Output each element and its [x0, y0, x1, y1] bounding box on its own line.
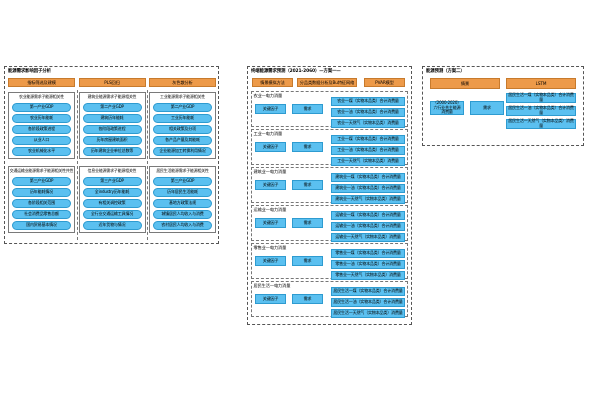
right-left-box[interactable]: 需求: [470, 101, 504, 115]
left-group-title: 交通运输业能源需求子能源相关性共性: [9, 167, 74, 173]
middle-sector-group: 农业—电力消量: [251, 91, 408, 127]
left-column-separator-1: [147, 90, 149, 240]
left-group-item[interactable]: 从业人口: [12, 136, 71, 145]
left-header-2[interactable]: 灰色散分析: [149, 78, 216, 87]
middle-sector-left-box[interactable]: 关键因子: [255, 104, 286, 114]
middle-sector-group: 工业—电力消量: [251, 129, 408, 165]
right-left-box[interactable]: （2000-2020）六行业共主能源消费量: [430, 100, 464, 115]
middle-header-0[interactable]: 情景模拟方法: [252, 78, 293, 87]
middle-sector-group: 建筑业—电力消量: [251, 167, 408, 203]
middle-sector-right-box[interactable]: 农业—天然气（实物本品类）消费量: [331, 119, 405, 128]
left-group-item[interactable]: 历年居民生活能耗: [153, 188, 212, 197]
middle-sector-left-box[interactable]: 需求: [292, 142, 323, 152]
middle-header-2[interactable]: PVAR模型: [364, 78, 405, 87]
left-group-item[interactable]: 工业历年能耗: [153, 114, 212, 123]
right-right-box[interactable]: 居民生活—煤（实物本品类）合计消费量: [506, 93, 576, 103]
middle-sector-right-box[interactable]: 农业—油（实物本品类）合计消费量: [331, 108, 405, 117]
left-group-title: 信息业能源需求子能源相关性: [87, 167, 137, 173]
middle-sector-right-box[interactable]: 零售业—煤（实物本品类）合计消费量: [331, 249, 405, 258]
left-group-title: 建筑业能源需求子能源相关性: [87, 93, 137, 99]
left-header-1[interactable]: PLS回归: [78, 78, 146, 87]
middle-sector-right-box[interactable]: 工业—油（实物本品类）合计消费量: [331, 146, 405, 155]
middle-sector-label: 运输业—电力消量: [253, 206, 287, 212]
middle-sector-group: 零售业—电力消量: [251, 243, 408, 279]
left-group-title: 农业能源需求子能源相关性: [19, 93, 64, 99]
middle-sector-group: 运输业—电力消量: [251, 205, 408, 241]
right-header-0[interactable]: 情景: [430, 78, 500, 89]
left-group-item[interactable]: 相关政策及分项: [153, 125, 212, 134]
middle-sector-right-box[interactable]: 运输业—天然气（实物本品类）消费量: [331, 233, 405, 242]
middle-header-1[interactable]: 分品类数据分析及Bu特征网络: [297, 78, 357, 87]
left-group-item[interactable]: 第一产业GDP: [12, 103, 71, 112]
left-header-0[interactable]: 指标筛选及建模: [8, 78, 75, 87]
left-group-item[interactable]: 各产品产量及其能耗: [153, 136, 212, 145]
middle-sector-right-box[interactable]: 农业—煤（实物本品类）合计消费量: [331, 97, 405, 106]
left-group-item[interactable]: 历年能耗情况: [12, 188, 71, 197]
left-group-item[interactable]: 第二产业GDP: [153, 103, 212, 112]
right-header-1[interactable]: LSTM: [506, 78, 576, 89]
middle-sector-label: 工业—电力消量: [253, 130, 283, 136]
left-group-item[interactable]: 农村居民人均收入与消费: [153, 221, 212, 230]
middle-sector-label: 建筑业—电力消量: [253, 168, 287, 174]
middle-sector-left-box[interactable]: 需求: [292, 104, 323, 114]
left-group-item[interactable]: 第三产业GDP: [82, 177, 142, 186]
left-column-separator-0: [76, 90, 78, 240]
middle-sector-right-box[interactable]: 运输业—煤（实物本品类）合计消费量: [331, 211, 405, 220]
left-group-item[interactable]: 历年房屋建筑面积: [82, 136, 142, 145]
middle-sector-right-box[interactable]: 居民生活—天然气（实物本品类）消费量: [331, 309, 405, 318]
middle-sector-right-box[interactable]: 建筑业—煤（实物本品类）合计消费量: [331, 173, 405, 182]
left-group-item[interactable]: 各阶段政策进程: [82, 125, 142, 134]
middle-sector-right-box[interactable]: 建筑业—天然气（实物本品类）消费量: [331, 195, 405, 204]
middle-sector-right-box[interactable]: 居民生活—油（实物本品类）合计消费量: [331, 298, 405, 307]
middle-sector-left-box[interactable]: 关键因子: [255, 294, 286, 304]
middle-panel-title: 终端能源需求预测（2021-2060）—方案一—: [251, 69, 341, 74]
middle-sector-left-box[interactable]: 需求: [292, 218, 323, 228]
right-right-box[interactable]: 居民生活—油（实物本品类）合计消费量: [506, 106, 576, 116]
middle-sector-left-box[interactable]: 关键因子: [255, 142, 286, 152]
left-group-item[interactable]: 企业能源加工转换利用情况: [153, 147, 212, 156]
middle-sector-left-box[interactable]: 需求: [292, 294, 323, 304]
left-group-item[interactable]: 全industry历年能耗: [82, 188, 142, 197]
left-group-item[interactable]: 各阶段政策进程: [12, 125, 71, 134]
left-group-item[interactable]: 社会消费品零售总额: [12, 210, 71, 219]
left-group-item[interactable]: 国内贸易基本情况: [12, 221, 71, 230]
left-panel-title: 能源需求影响因子分析: [8, 69, 51, 74]
left-group-item[interactable]: 城镇居民人均收入与消费: [153, 210, 212, 219]
left-group-item[interactable]: 农业历年能耗: [12, 114, 71, 123]
left-group-item[interactable]: 第二产业GDP: [82, 103, 142, 112]
middle-sector-left-box[interactable]: 关键因子: [255, 218, 286, 228]
middle-sector-right-box[interactable]: 工业—天然气（实物本品类）消费量: [331, 157, 405, 166]
middle-sector-right-box[interactable]: 零售业—天然气（实物本品类）消费量: [331, 271, 405, 280]
left-group-item[interactable]: 第三产业GDP: [153, 177, 212, 186]
middle-sector-right-box[interactable]: 建筑业—油（实物本品类）合计消费量: [331, 184, 405, 193]
left-group-item[interactable]: 第三产业GDP: [12, 177, 71, 186]
left-group-item[interactable]: 各阶段相关范围: [12, 199, 71, 208]
middle-sector-right-box[interactable]: 工业—煤（实物本品类）合计消费量: [331, 135, 405, 144]
left-group-item[interactable]: 全行业交通运输工具情况: [82, 210, 142, 219]
middle-sector-right-box[interactable]: 运输业—油（实物本品类）合计消费量: [331, 222, 405, 231]
left-group-item[interactable]: 农业机械化水平: [12, 147, 71, 156]
middle-sector-label: 零售业—电力消量: [253, 244, 287, 250]
left-group-item[interactable]: 历年建筑企业单位总数等: [82, 147, 142, 156]
left-group-title: 居民生活能源需求子能源相关性: [156, 167, 209, 173]
left-group-item[interactable]: 近年货物与情况: [82, 221, 142, 230]
middle-sector-left-box[interactable]: 需求: [292, 256, 323, 266]
middle-sector-left-box[interactable]: 关键因子: [255, 180, 286, 190]
left-group-item[interactable]: 有相关调控政策: [82, 199, 142, 208]
middle-sector-right-box[interactable]: 居民生活—煤（实物本品类）合计消费量: [331, 287, 405, 296]
middle-sector-label: 农业—电力消量: [253, 92, 283, 98]
right-panel-title: 能源预测（方案二）: [426, 69, 465, 74]
left-group-title: 工业能源需求子能源相关性: [160, 93, 205, 99]
middle-sector-group: 居民生活—电力消量: [251, 281, 408, 317]
middle-sector-left-box[interactable]: 关键因子: [255, 256, 286, 266]
middle-sector-right-box[interactable]: 零售业—油（实物本品类）合计消费量: [331, 260, 405, 269]
left-group-item[interactable]: 建筑历年能耗: [82, 114, 142, 123]
right-right-box[interactable]: 居民生活—天然气（实物本品类）消费量: [506, 119, 576, 129]
left-group-item[interactable]: 基地方政策法规: [153, 199, 212, 208]
middle-sector-label: 居民生活—电力消量: [253, 282, 291, 288]
middle-sector-left-box[interactable]: 需求: [292, 180, 323, 190]
